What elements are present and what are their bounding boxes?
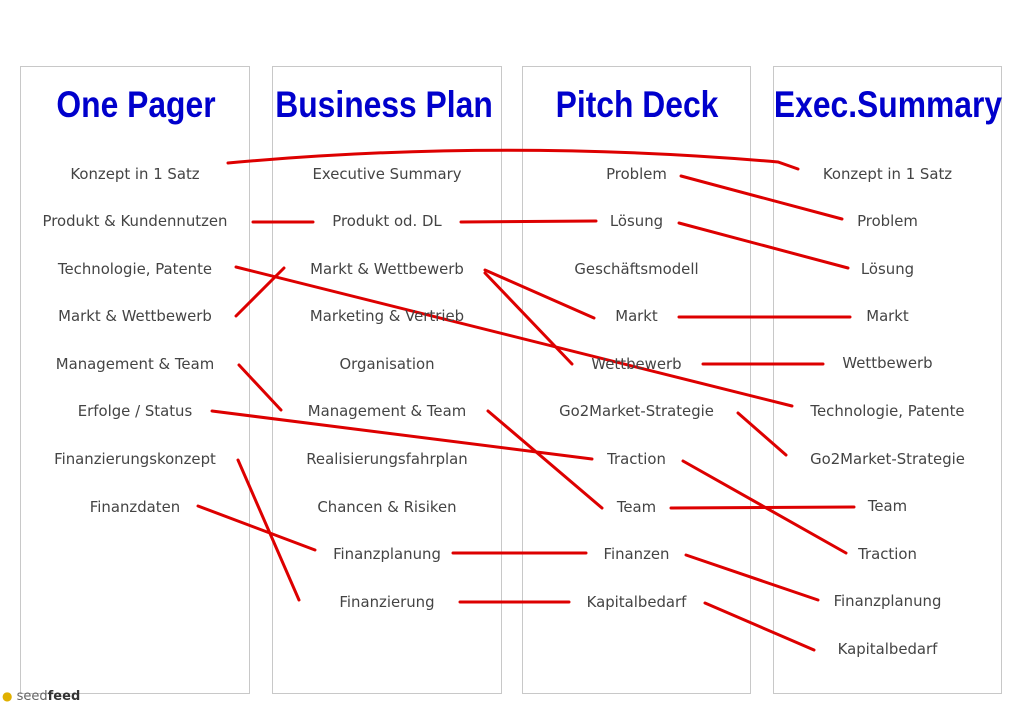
list-item: Team [616, 498, 657, 516]
list-item: Chancen & Risiken [317, 498, 457, 516]
list-item: Markt [615, 307, 658, 325]
list-item: Produkt od. DL [332, 212, 442, 230]
list-item: Marketing & Vertrieb [309, 307, 465, 325]
list-item: Finanzplanung [333, 545, 441, 563]
list-item: Lösung [860, 260, 915, 278]
list-item: Technologie, Patente [57, 260, 213, 278]
title-business-plan: Business Plan [275, 84, 493, 125]
list-item: Finanzierungskonzept [54, 450, 216, 468]
list-item: Erfolge / Status [77, 402, 193, 420]
list-item: Konzept in 1 Satz [822, 165, 953, 183]
list-item: Realisierungsfahrplan [306, 450, 468, 468]
column-one-pager [20, 66, 250, 694]
logo-suffix: feed [47, 689, 81, 704]
list-item: Management & Team [307, 402, 467, 420]
list-item: Management & Team [55, 355, 215, 373]
list-item: Team [867, 497, 908, 515]
lightbulb-icon: ● [2, 689, 13, 703]
list-item: Produkt & Kundennutzen [42, 212, 228, 230]
list-item: Kapitalbedarf [837, 640, 938, 658]
list-item: Problem [857, 212, 918, 230]
list-item: Markt [866, 307, 909, 325]
list-item: Markt & Wettbewerb [310, 260, 464, 278]
list-item: Kapitalbedarf [586, 593, 687, 611]
title-exec-summary: Exec.Summary [773, 84, 1003, 125]
title-pitch-deck: Pitch Deck [555, 84, 719, 125]
list-item: Finanzdaten [89, 498, 181, 516]
list-item: Traction [858, 545, 917, 563]
list-item: Markt & Wettbewerb [58, 307, 212, 325]
list-item: Wettbewerb [591, 355, 682, 373]
list-item: Executive Summary [312, 165, 462, 183]
list-item: Traction [607, 450, 666, 468]
list-item: Geschäftsmodell [574, 260, 699, 278]
list-item: Finanzplanung [833, 592, 942, 610]
list-item: Problem [606, 165, 667, 183]
list-item: Finanzen [603, 545, 670, 563]
logo-prefix: seed [16, 689, 48, 704]
title-one-pager: One Pager [56, 84, 216, 125]
list-item: Wettbewerb [842, 354, 933, 372]
list-item: Finanzierung [339, 593, 435, 611]
list-item: Go2Market-Strategie [810, 450, 965, 468]
list-item: Konzept in 1 Satz [70, 165, 200, 183]
list-item: Lösung [609, 212, 664, 230]
list-item: Go2Market-Strategie [559, 402, 714, 420]
seedfeed-logo: ● seedfeed [2, 686, 80, 706]
list-item: Organisation [339, 355, 435, 373]
list-item: Technologie, Patente [810, 402, 965, 420]
